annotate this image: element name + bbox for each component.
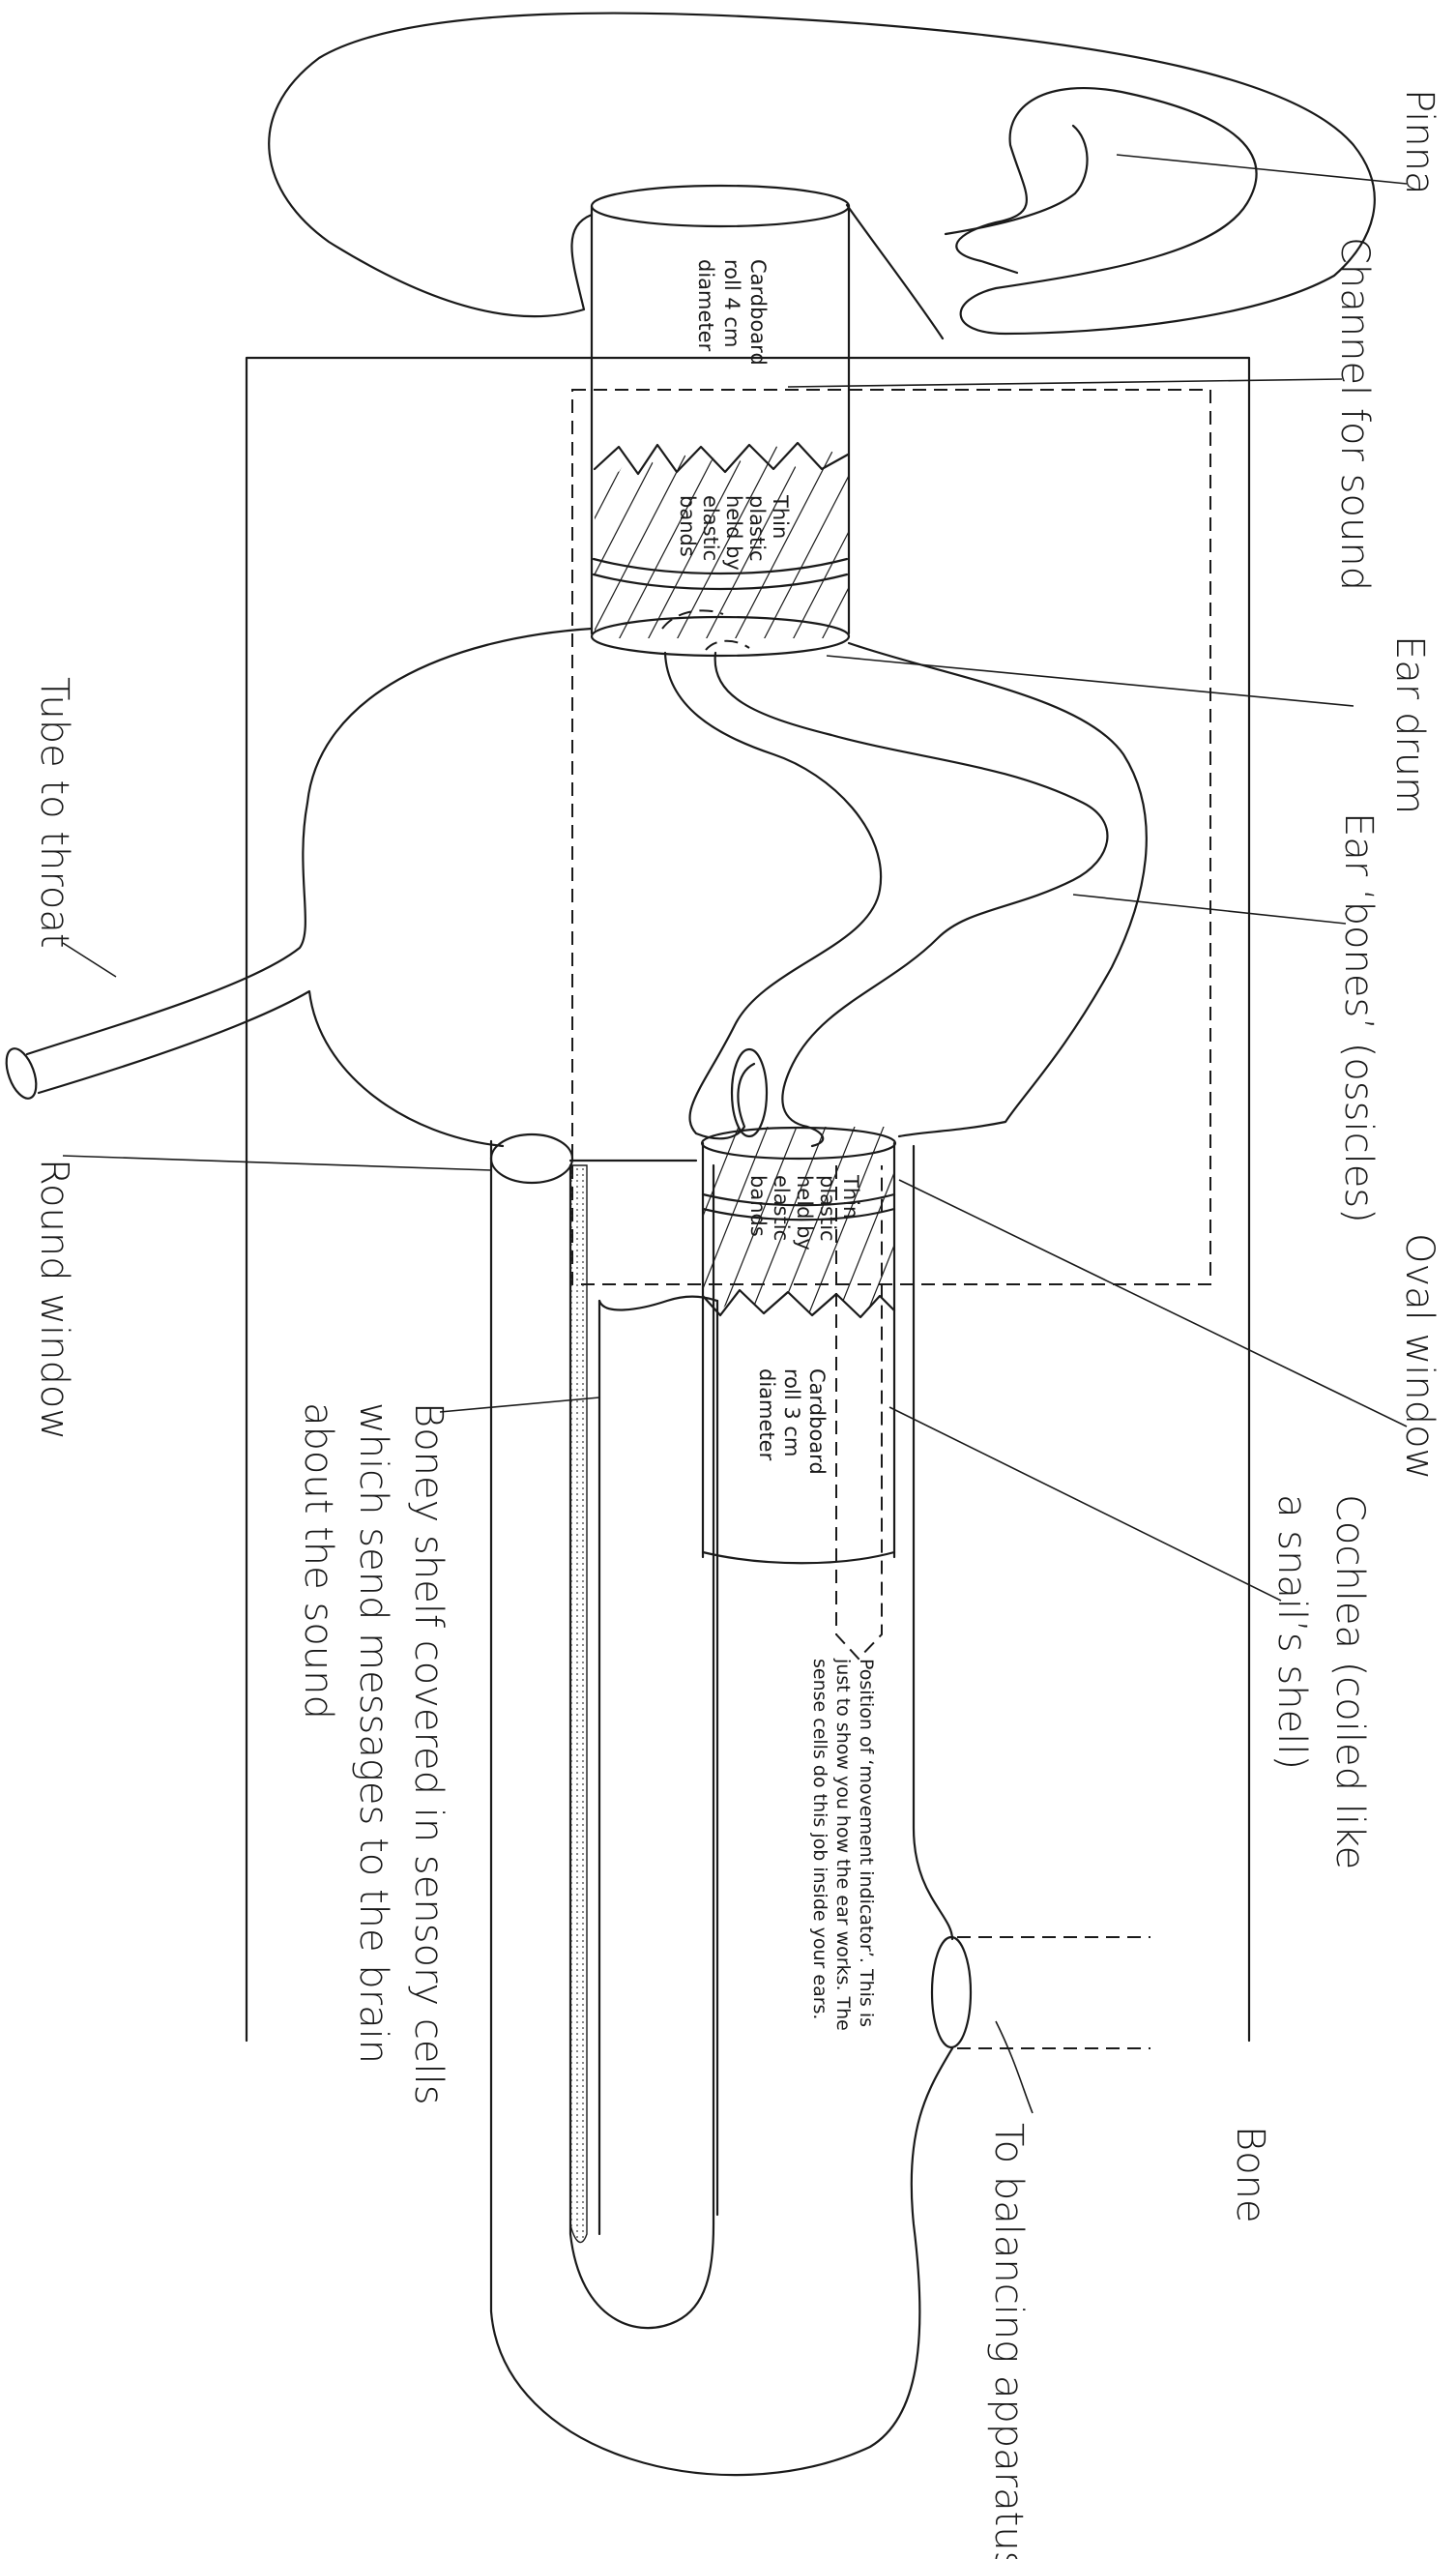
note-plastic-top-2: plastic	[745, 495, 769, 562]
note-plastic-top-1: Thin	[769, 494, 792, 539]
middle-ear-dashed-box	[572, 390, 1210, 1284]
note-cardboard-bottom-1: Cardboard	[805, 1368, 829, 1475]
note-plastic-bottom-2: plastic	[816, 1175, 839, 1242]
movement-indicator-outline	[836, 1165, 882, 1659]
balancing-connection	[932, 1937, 1150, 2048]
note-plastic-bottom-1: Thin	[839, 1174, 862, 1219]
cochlea	[491, 1134, 952, 2475]
note-cardboard-top-2: roll 4 cm	[720, 259, 743, 347]
note-plastic-bottom-5: bands	[746, 1175, 770, 1237]
label-bone: Bone	[1228, 2126, 1272, 2223]
label-boney-shelf-line3: about the sound	[296, 1402, 340, 1720]
label-cochlea-line2: a snail’s shell)	[1269, 1494, 1314, 1770]
middle-ear-cavity	[1, 629, 1147, 1146]
note-plastic-top-5: bands	[676, 495, 699, 557]
label-ear-bones: Ear ‘bones’ (ossicles)	[1336, 812, 1381, 1223]
label-oval-window: Oval window	[1397, 1233, 1441, 1480]
label-tube-to-throat: Tube to throat	[32, 677, 76, 949]
note-cardboard-bottom-3: diameter	[755, 1368, 778, 1461]
label-cochlea-line1: Cochlea (coiled like	[1327, 1494, 1372, 1869]
note-cardboard-top-3: diameter	[694, 259, 717, 352]
note-plastic-bottom-4: elastic	[770, 1175, 793, 1241]
label-channel-for-sound: Channel for sound	[1332, 237, 1377, 591]
note-plastic-top-3: held by	[722, 495, 745, 571]
note-movement-indicator-2: just to show you how the ear works. The	[832, 1658, 854, 2031]
note-plastic-top-4: elastic	[699, 495, 722, 561]
pinna-shape	[269, 14, 1375, 338]
label-round-window: Round window	[32, 1159, 76, 1440]
leader-lines	[63, 155, 1407, 2113]
note-cardboard-top-1: Cardboard	[746, 259, 770, 366]
note-cardboard-bottom-2: roll 3 cm	[780, 1368, 803, 1456]
ossicles	[665, 653, 1107, 1146]
label-pinna: Pinna	[1397, 89, 1441, 195]
note-plastic-bottom-3: held by	[793, 1175, 816, 1250]
label-to-balancing-apparatus: To balancing apparatus	[986, 2123, 1031, 2559]
note-movement-indicator-1: Position of ‘movement indicator’. This i…	[856, 1659, 877, 2027]
label-boney-shelf-line2: which send messages to the brain	[351, 1402, 395, 2064]
label-ear-drum: Ear drum	[1387, 635, 1432, 814]
note-movement-indicator-3: sense cells do this job inside your ears…	[809, 1659, 830, 2019]
label-boney-shelf-line1: Boney shelf covered in sensory cells	[406, 1402, 451, 2105]
